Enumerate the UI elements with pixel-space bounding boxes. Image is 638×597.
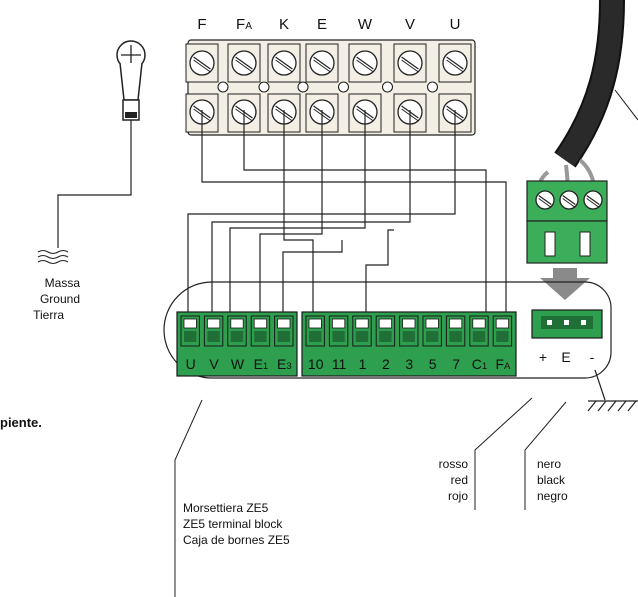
plug-screw-icon: [559, 190, 579, 210]
terminal-cell: [422, 315, 442, 347]
terminal-label: E3: [277, 356, 292, 372]
terminal-label: U: [186, 356, 196, 372]
socket-label-plus: +: [539, 349, 547, 365]
terminal-label: FA: [495, 356, 511, 372]
terminal-cell: [180, 315, 200, 347]
top-terminal-label: V: [405, 16, 415, 33]
top-terminal-label: U: [450, 16, 461, 33]
plug-screw-icon: [535, 190, 555, 210]
terminal-label: 3: [405, 356, 413, 372]
mounting-hole-icon: [337, 81, 350, 93]
mounting-hole-icon: [381, 81, 394, 93]
mounting-hole-icon: [297, 81, 309, 93]
ground-label-it: Massa: [45, 276, 81, 290]
power-socket: [531, 309, 603, 339]
top-terminal-label: E: [317, 16, 327, 33]
terminal-label: C1: [472, 356, 487, 372]
terminal-label: 11: [332, 356, 347, 372]
ground-label-en: Ground: [40, 292, 80, 306]
mounting-hole-icon: [426, 81, 439, 93]
terminal-cell: [492, 315, 513, 347]
terminal-cell: [305, 315, 325, 347]
mounting-hole-icon: [258, 81, 270, 93]
wire-red-es: rojo: [448, 489, 468, 503]
caption-es: Caja de bornes ZE5: [183, 533, 290, 547]
wire-black-en: black: [537, 473, 566, 487]
terminal-cell: [274, 315, 294, 347]
partial-note-text: piente.: [0, 415, 42, 430]
terminal-label: W: [231, 356, 245, 372]
terminal-label: 2: [382, 356, 390, 372]
board-outline: [163, 281, 612, 379]
plug-connector: [526, 180, 608, 264]
wire-red-it: rosso: [439, 457, 469, 471]
leader-lines: [174, 397, 567, 597]
top-screw-upper-icon: [231, 50, 257, 76]
top-screw-upper-icon: [397, 50, 423, 76]
terminal-cell: [445, 315, 466, 347]
top-terminal-strip: F FA K E W V U: [185, 16, 476, 136]
insert-arrow-icon: [540, 268, 590, 300]
top-screw-upper-icon: [271, 50, 297, 76]
terminal-label: E1: [254, 356, 269, 372]
top-terminal-label: W: [358, 16, 373, 33]
earth-ground-icon: [587, 369, 638, 412]
ground-lug-icon: [57, 40, 146, 248]
terminal-label: V: [209, 356, 219, 372]
wire-red-en: red: [451, 473, 468, 487]
wire-black-it: nero: [537, 457, 561, 471]
terminal-label: 7: [452, 356, 460, 372]
terminal-cell: [328, 315, 349, 347]
ground-label-es: Tierra: [33, 308, 64, 322]
socket-label-minus: -: [590, 349, 595, 365]
top-screw-upper-icon: [309, 50, 335, 76]
mounting-hole-icon: [217, 81, 229, 93]
ground-wave-icon: [37, 249, 69, 265]
terminal-label: 1: [359, 356, 367, 372]
plug-screw-icon: [583, 190, 603, 210]
terminal-cell: [399, 315, 419, 347]
wires: [187, 110, 507, 315]
terminal-cell: [250, 315, 271, 347]
top-screw-upper-icon: [189, 50, 215, 76]
terminal-cell: [203, 315, 224, 347]
terminal-cell: [352, 315, 372, 347]
terminal-label: 10: [308, 356, 324, 372]
top-terminal-label: FA: [236, 16, 252, 33]
terminal-label: 5: [429, 356, 437, 372]
top-screw-upper-icon: [442, 50, 468, 76]
socket-label-e: E: [561, 349, 570, 365]
wire-black-es: negro: [537, 489, 568, 503]
top-terminal-label: K: [279, 16, 289, 33]
power-cable: [536, 0, 638, 201]
top-terminal-label: F: [197, 16, 206, 33]
caption-en: ZE5 terminal block: [183, 517, 283, 531]
caption-it: Morsettiera ZE5: [183, 501, 269, 515]
top-screw-upper-icon: [352, 50, 378, 76]
terminal-cell: [227, 315, 247, 347]
terminal-cell: [375, 315, 396, 347]
terminal-cell: [469, 315, 489, 347]
